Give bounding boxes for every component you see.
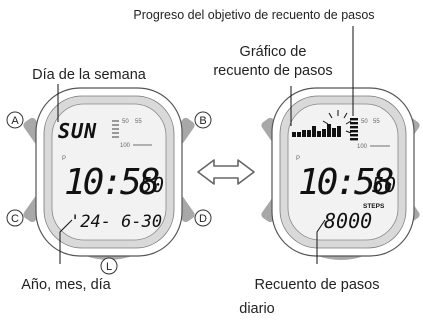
right-watch-steps-label: STEPS: [363, 203, 385, 210]
left-watch-face: [51, 103, 167, 241]
left-watch-scale-55: 55: [135, 119, 142, 125]
left-watch-button-label-d: D: [194, 209, 212, 227]
mode-switch-arrow: [197, 159, 255, 185]
label-step-graph-line2: recuento de pasos: [213, 63, 332, 79]
right-watch-goal-progress: 50 55 100: [350, 118, 390, 150]
right-watch: 50 55 100 P 10:58 50 STEPS 8000: [261, 26, 420, 264]
left-watch-button-label-b: B: [194, 111, 212, 129]
label-daily-steps-line2: diario: [239, 301, 274, 317]
date-leader: [59, 219, 73, 264]
daily-steps-leader: [316, 219, 326, 264]
right-watch-scale-55: 55: [373, 119, 380, 125]
left-watch-button-label-l: L: [100, 257, 118, 275]
right-watch-face: [287, 103, 399, 241]
right-watch-time: 10:58: [298, 162, 393, 203]
left-watch-seconds: 50: [140, 173, 164, 197]
right-watch-scale-100: 100: [357, 144, 368, 150]
left-watch-indicator-p: P: [62, 156, 66, 162]
left-watch-weekday: SUN: [58, 119, 97, 143]
label-weekday: Día de la semana: [32, 67, 147, 83]
right-watch-step-graph: [292, 110, 352, 137]
right-watch-indicator-p: P: [296, 156, 300, 162]
right-watch-seconds: 50: [372, 173, 396, 197]
label-goal-progress: Progreso del objetivo de recuento de pas…: [133, 8, 374, 22]
button-d-letter: D: [199, 213, 207, 225]
label-date: Año, mes, día: [21, 277, 111, 293]
left-watch-time: 10:58: [64, 162, 159, 203]
left-watch-goal-scale: 50 55 100: [112, 119, 152, 149]
button-c-letter: C: [11, 213, 19, 225]
right-watch-scale-50: 50: [361, 119, 368, 125]
left-watch: SUN 50 55 100 P 10:58 50 '24- 6-30 A B: [6, 84, 212, 275]
left-watch-date: '24- 6-30: [70, 212, 162, 232]
button-a-letter: A: [11, 115, 19, 127]
left-watch-scale-50: 50: [122, 119, 129, 125]
button-b-letter: B: [199, 115, 206, 127]
label-step-graph-line1: Gráfico de: [240, 44, 307, 60]
right-watch-step-count: 8000: [324, 209, 372, 233]
button-l-letter: L: [106, 261, 112, 273]
left-watch-button-label-c: C: [6, 209, 24, 227]
left-watch-scale-100: 100: [120, 143, 131, 149]
left-watch-button-label-a: A: [6, 111, 24, 129]
label-daily-steps-line1: Recuento de pasos: [255, 277, 380, 293]
